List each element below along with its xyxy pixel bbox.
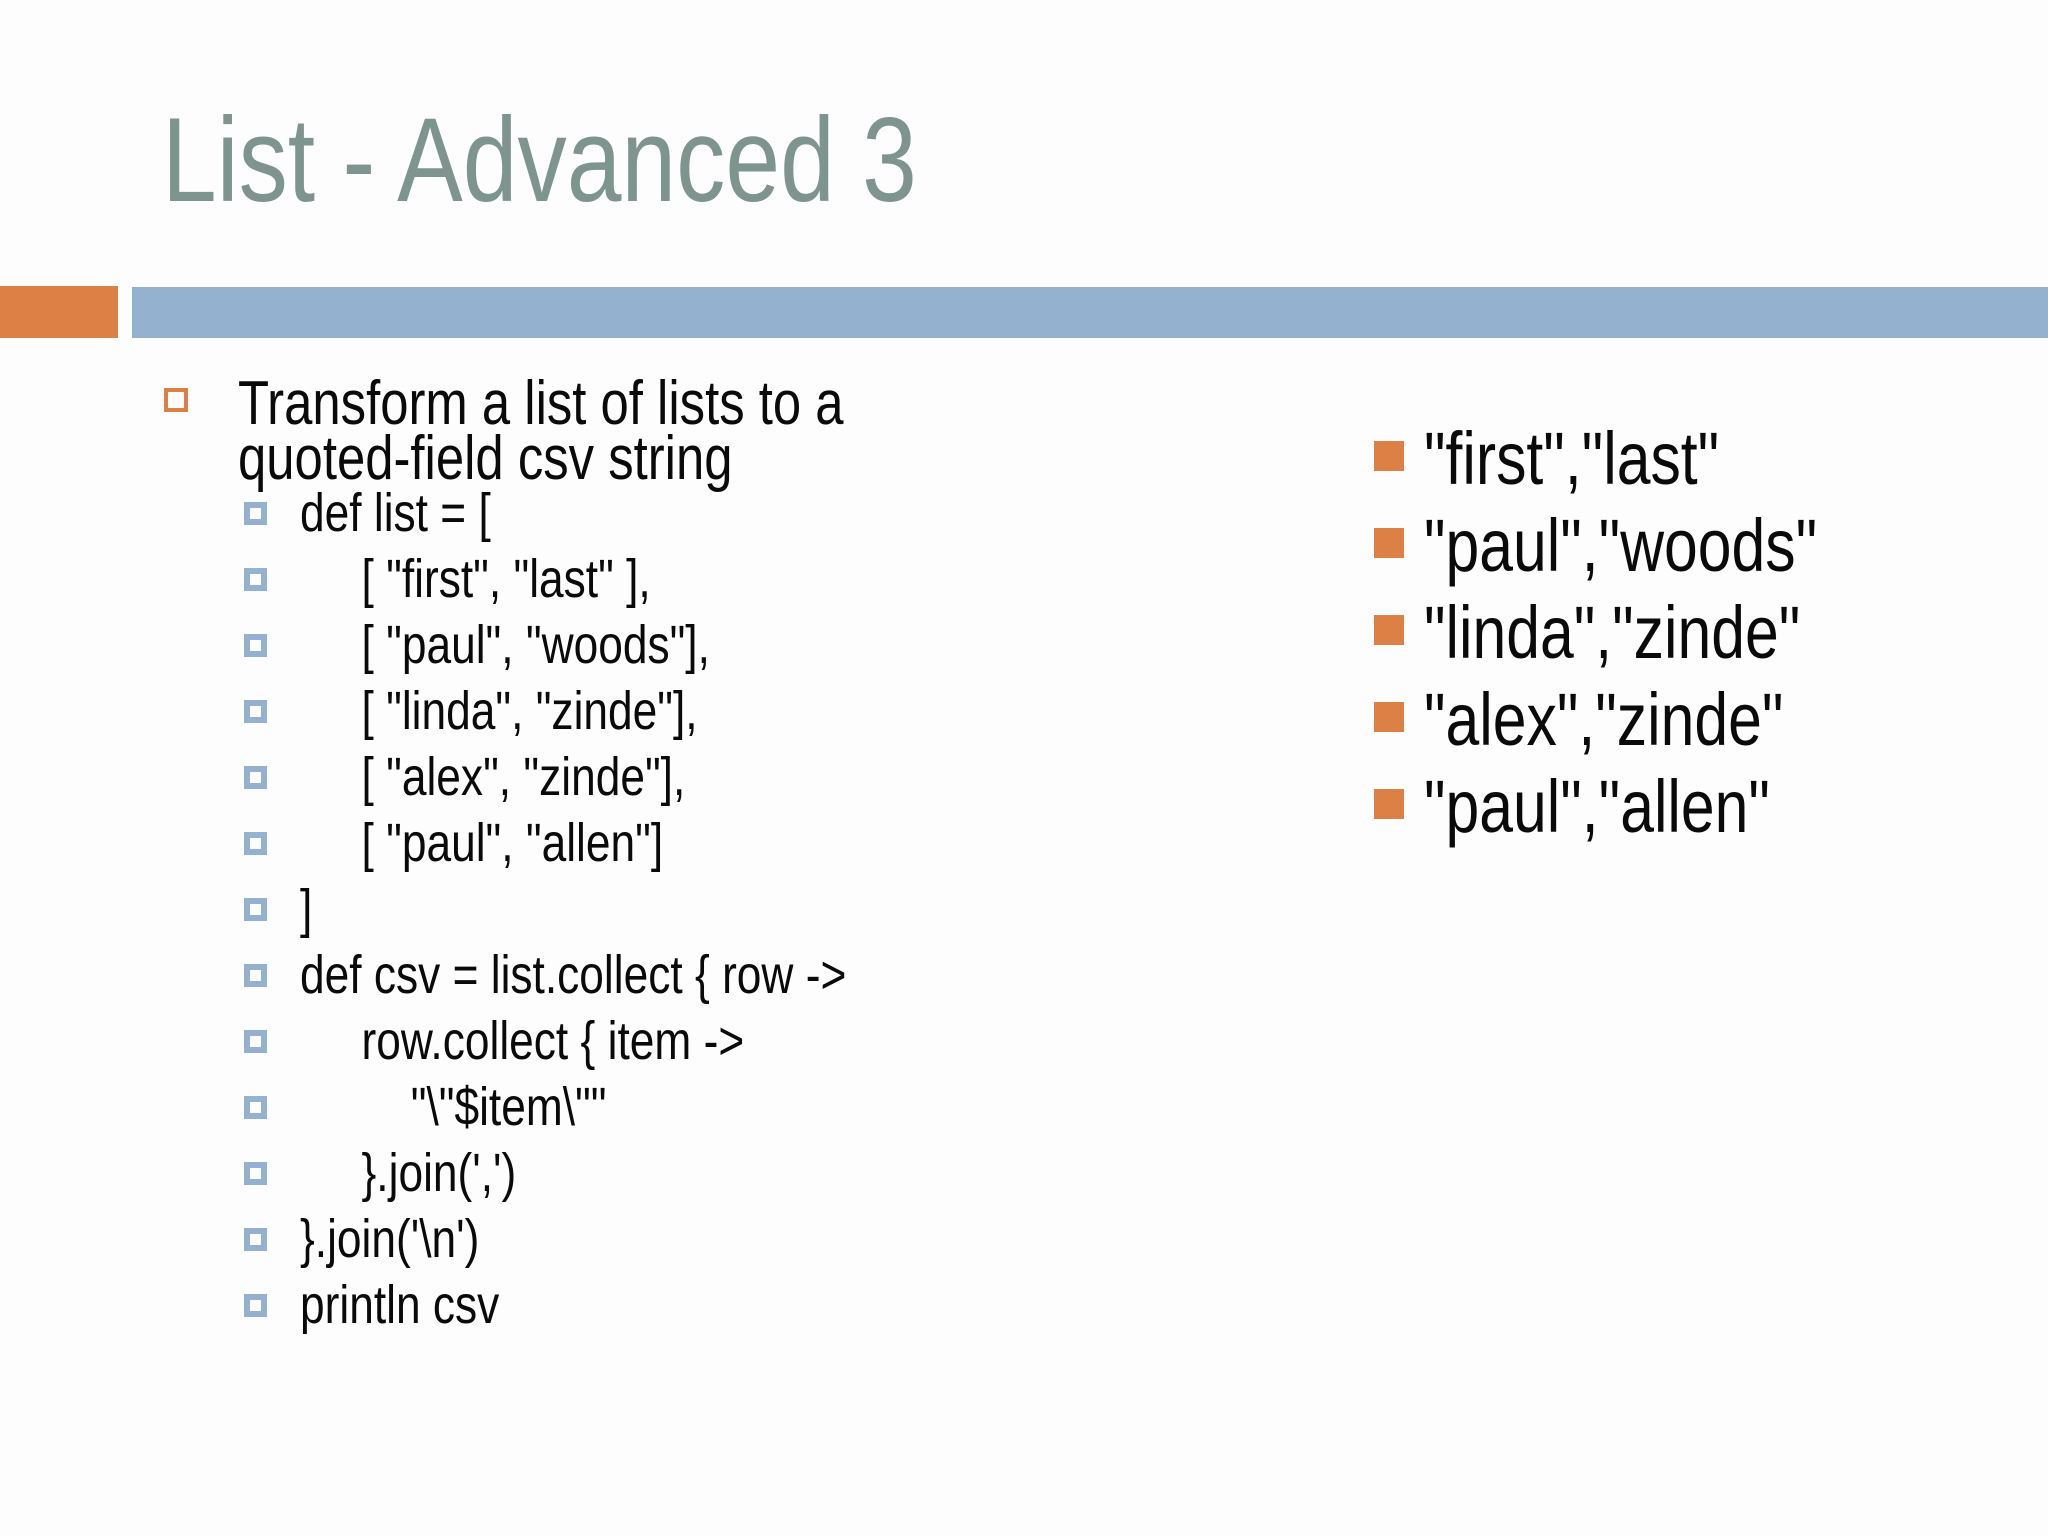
code-text: }.join(',') [300,1143,517,1203]
blue-square-bullet-icon [244,1029,267,1053]
code-line: [ "paul", "allen"] [244,810,966,876]
orange-filled-square-bullet-icon [1374,440,1404,471]
code-line: [ "alex", "zinde"], [244,744,966,810]
code-line: def csv = list.collect { row -> [244,942,966,1008]
code-text: def csv = list.collect { row -> [300,945,847,1005]
code-line: [ "first", "last" ], [244,546,966,612]
code-text: ] [300,879,313,939]
code-text: [ "paul", "woods"], [300,615,710,675]
code-text: [ "paul", "allen"] [300,813,664,873]
blue-square-bullet-icon [244,1161,267,1185]
code-line: [ "linda", "zinde"], [244,678,966,744]
page-title: List - Advanced 3 [162,100,1083,220]
blue-square-bullet-icon [244,1095,267,1119]
code-text: [ "linda", "zinde"], [300,681,698,741]
page-title-text: List - Advanced 3 [162,93,917,227]
orange-filled-square-bullet-icon [1374,527,1404,558]
code-text: row.collect { item -> [300,1011,745,1071]
intro-line-2: quoted-field csv string [238,424,733,493]
output-text: "first","last" [1424,417,1720,500]
output-line: "linda","zinde" [1374,589,1903,676]
code-line: "\"$item\"" [244,1074,966,1140]
code-text: def list = [ [300,483,491,543]
code-line: row.collect { item -> [244,1008,966,1074]
blue-square-bullet-icon [244,897,267,921]
blue-square-bullet-icon [244,963,267,987]
code-line: def list = [ [244,480,966,546]
intro-bullet-text: Transform a list of lists to a quoted-fi… [238,369,976,493]
csv-output-list: "first","last" "paul","woods" "linda","z… [1374,415,1903,850]
code-text: println csv [300,1275,500,1335]
output-line: "paul","allen" [1374,763,1903,850]
output-text: "paul","allen" [1424,765,1770,848]
code-line: }.join('\n') [244,1206,966,1272]
orange-filled-square-bullet-icon [1374,788,1404,819]
code-line: println csv [244,1272,966,1338]
blue-square-bullet-icon [244,1227,267,1251]
output-line: "alex","zinde" [1374,676,1903,763]
orange-accent-block [0,286,118,338]
orange-filled-square-bullet-icon [1374,614,1404,645]
blue-square-bullet-icon [244,501,267,525]
code-line: ] [244,876,966,942]
orange-filled-square-bullet-icon [1374,701,1404,732]
code-text: [ "alex", "zinde"], [300,747,686,807]
blue-square-bullet-icon [244,633,267,657]
output-text: "paul","woods" [1424,504,1818,587]
blue-square-bullet-icon [244,1293,267,1317]
code-line: [ "paul", "woods"], [244,612,966,678]
output-line: "paul","woods" [1374,502,1903,589]
output-text: "alex","zinde" [1424,678,1784,761]
blue-accent-bar [132,287,2048,338]
blue-square-bullet-icon [244,699,267,723]
orange-hollow-square-bullet-icon [164,388,188,412]
output-line: "first","last" [1374,415,1903,502]
code-list: def list = [ [ "first", "last" ], [ "pau… [244,480,966,1338]
code-text: "\"$item\"" [300,1077,607,1137]
code-text: }.join('\n') [300,1209,480,1269]
blue-square-bullet-icon [244,831,267,855]
code-text: [ "first", "last" ], [300,549,651,609]
blue-square-bullet-icon [244,567,267,591]
intro-line-1: Transform a list of lists to a [238,369,844,438]
code-line: }.join(',') [244,1140,966,1206]
blue-square-bullet-icon [244,765,267,789]
output-text: "linda","zinde" [1424,591,1801,674]
